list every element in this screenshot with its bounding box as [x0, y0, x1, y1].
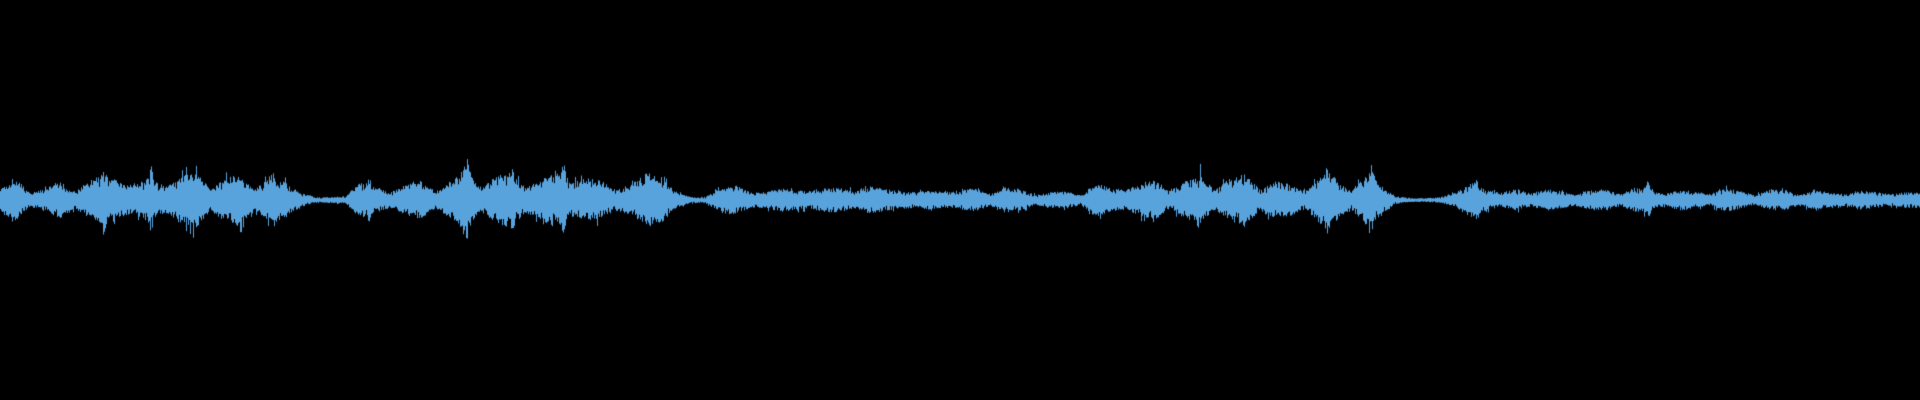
- audio-waveform-view: [0, 0, 1920, 400]
- waveform-plot: [0, 0, 1920, 400]
